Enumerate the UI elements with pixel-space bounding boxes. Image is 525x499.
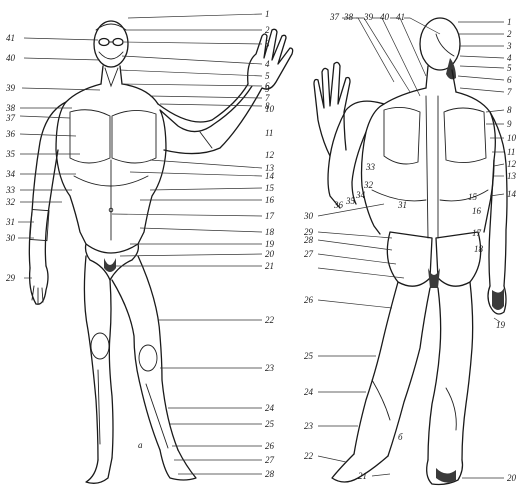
back-label-38: 38 <box>343 12 354 22</box>
front-label-3: 3 <box>264 39 270 49</box>
back-label-4: 4 <box>507 53 512 63</box>
front-label-2: 2 <box>265 25 270 35</box>
back-label-31: 31 <box>397 200 407 210</box>
back-label-30: 30 <box>303 211 314 221</box>
back-right-labels: 1 2 3 4 5 6 7 8 9 10 11 12 13 14 15 16 1… <box>468 17 517 483</box>
back-label-8: 8 <box>507 105 512 115</box>
front-label-34: 34 <box>5 169 16 179</box>
back-label-22: 22 <box>304 451 314 461</box>
front-label-1: 1 <box>265 9 270 19</box>
front-label-22: 22 <box>265 315 275 325</box>
front-label-14: 14 <box>265 171 275 181</box>
back-figure-letter: б <box>398 432 403 442</box>
back-left-labels: 30 29 28 27 26 25 24 23 22 21 <box>303 211 367 481</box>
back-label-13: 13 <box>507 171 517 181</box>
front-label-17: 17 <box>265 211 275 221</box>
back-label-40: 40 <box>380 12 390 22</box>
back-label-23: 23 <box>304 421 314 431</box>
back-label-21: 21 <box>358 471 367 481</box>
front-label-37: 37 <box>5 113 16 123</box>
back-label-33: 33 <box>365 162 376 172</box>
back-label-24: 24 <box>304 387 314 397</box>
back-label-1: 1 <box>507 17 512 27</box>
back-label-2: 2 <box>507 29 512 39</box>
front-label-29: 29 <box>6 273 16 283</box>
front-label-15: 15 <box>265 183 275 193</box>
front-label-10: 10 <box>265 104 275 114</box>
back-label-16: 16 <box>472 206 482 216</box>
back-label-12: 12 <box>507 159 517 169</box>
back-label-7: 7 <box>507 87 512 97</box>
back-label-17: 17 <box>472 228 482 238</box>
back-label-15: 15 <box>468 192 478 202</box>
back-label-35: 35 <box>345 196 356 206</box>
front-label-21: 21 <box>265 261 274 271</box>
back-inner-labels: 31 32 33 34 35 36 <box>333 162 407 210</box>
front-figure-letter: a <box>138 440 143 450</box>
front-label-26: 26 <box>265 441 275 451</box>
back-top-labels: 37 38 39 40 41 <box>329 12 405 22</box>
front-label-23: 23 <box>265 363 275 373</box>
back-label-25: 25 <box>304 351 314 361</box>
back-label-9: 9 <box>507 119 512 129</box>
back-label-11: 11 <box>507 147 515 157</box>
back-label-34: 34 <box>355 190 366 200</box>
back-label-14: 14 <box>507 189 517 199</box>
back-label-10: 10 <box>507 133 517 143</box>
back-label-20: 20 <box>507 473 517 483</box>
front-label-36: 36 <box>5 129 16 139</box>
back-label-39: 39 <box>363 12 374 22</box>
back-label-28: 28 <box>304 235 314 245</box>
front-label-25: 25 <box>265 419 275 429</box>
front-label-20: 20 <box>265 249 275 259</box>
back-label-26: 26 <box>304 295 314 305</box>
back-label-41: 41 <box>396 12 405 22</box>
front-leader-lines <box>18 14 262 474</box>
back-label-27: 27 <box>304 249 314 259</box>
front-label-31: 31 <box>5 217 15 227</box>
front-label-38: 38 <box>5 103 16 113</box>
front-label-32: 32 <box>5 197 16 207</box>
back-label-3: 3 <box>506 41 512 51</box>
front-label-5: 5 <box>265 71 270 81</box>
back-label-37: 37 <box>329 12 340 22</box>
front-label-12: 12 <box>265 150 275 160</box>
front-label-35: 35 <box>5 149 16 159</box>
back-label-5: 5 <box>507 63 512 73</box>
back-label-32: 32 <box>363 180 374 190</box>
front-label-18: 18 <box>265 227 275 237</box>
front-label-11: 11 <box>265 128 273 138</box>
front-body-outline <box>29 21 292 483</box>
front-label-28: 28 <box>265 469 275 479</box>
front-label-33: 33 <box>5 185 16 195</box>
back-label-6: 6 <box>507 75 512 85</box>
front-label-24: 24 <box>265 403 275 413</box>
front-label-40: 40 <box>6 53 16 63</box>
back-label-36: 36 <box>333 200 344 210</box>
front-label-30: 30 <box>5 233 16 243</box>
back-label-19: 19 <box>496 320 506 330</box>
front-label-39: 39 <box>5 83 16 93</box>
front-label-27: 27 <box>265 455 275 465</box>
front-label-19: 19 <box>265 239 275 249</box>
front-label-41: 41 <box>6 33 15 43</box>
front-right-labels: 1 2 3 4 5 6 7 8 9 10 11 12 13 14 15 16 1… <box>264 9 275 479</box>
front-label-9: 9 <box>265 84 270 94</box>
front-label-16: 16 <box>265 195 275 205</box>
front-label-4: 4 <box>265 59 270 69</box>
back-label-18: 18 <box>474 244 484 254</box>
front-left-labels: 41 40 39 38 37 36 35 34 33 32 31 30 29 <box>5 33 16 283</box>
